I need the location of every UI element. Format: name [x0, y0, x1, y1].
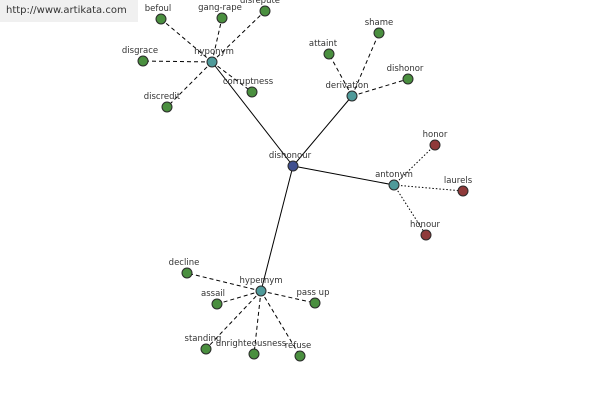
- node-circle-befoul[interactable]: [155, 13, 167, 25]
- node-label-laurels: laurels: [444, 176, 473, 186]
- node-honor[interactable]: honor: [423, 130, 448, 151]
- node-hypernym[interactable]: hypernym: [239, 276, 283, 297]
- node-label-refuse: refuse: [285, 341, 312, 351]
- node-dishonor[interactable]: dishonor: [387, 64, 424, 85]
- edge-hypernym-decline: [186, 272, 262, 292]
- node-label-corruptness: corruptness: [223, 77, 274, 87]
- node-label-antonym: antonym: [375, 170, 413, 180]
- node-label-passup: pass up: [297, 288, 330, 298]
- node-label-root: dishonour: [269, 151, 312, 161]
- node-circle-honour[interactable]: [420, 229, 432, 241]
- node-circle-hyponym1[interactable]: [206, 56, 218, 68]
- node-circle-honor[interactable]: [429, 139, 441, 151]
- node-attaint[interactable]: attaint: [309, 39, 338, 60]
- node-circle-hypernym[interactable]: [255, 285, 267, 297]
- node-label-hyponym1: hyponym: [194, 47, 234, 57]
- node-label-honor: honor: [423, 130, 448, 140]
- node-circle-decline[interactable]: [181, 267, 193, 279]
- node-unrighteousness[interactable]: unrighteousness: [216, 339, 287, 360]
- node-circle-antonym[interactable]: [388, 179, 400, 191]
- node-passup[interactable]: pass up: [297, 288, 330, 309]
- edge-antonym-laurels: [393, 184, 464, 192]
- edge-hypernym-passup: [260, 290, 316, 304]
- node-circle-corruptness[interactable]: [246, 86, 258, 98]
- node-label-decline: decline: [169, 258, 200, 268]
- edge-hyponym1-disrepute: [211, 10, 266, 63]
- edge-hyponym1-disgrace: [142, 60, 213, 63]
- edge-derivation-shame: [351, 32, 380, 97]
- node-label-discredit: discredit: [144, 92, 181, 102]
- node-decline[interactable]: decline: [169, 258, 200, 279]
- node-circle-gangrape[interactable]: [216, 12, 228, 24]
- node-label-attaint: attaint: [309, 39, 338, 49]
- node-circle-root[interactable]: [287, 160, 299, 172]
- edge-hypernym-standing: [205, 290, 262, 350]
- node-circle-passup[interactable]: [309, 297, 321, 309]
- edges-layer: [142, 10, 464, 357]
- node-circle-laurels[interactable]: [457, 185, 469, 197]
- edge-hyponym1-discredit: [166, 61, 213, 108]
- node-disgrace[interactable]: disgrace: [122, 46, 158, 67]
- edge-hyponym1-gangrape: [211, 17, 223, 63]
- node-circle-unrighteousness[interactable]: [248, 348, 260, 360]
- node-label-derivation: derivation: [325, 81, 368, 91]
- edge-antonym-honor: [393, 144, 436, 186]
- node-label-unrighteousness: unrighteousness: [216, 339, 287, 349]
- node-circle-standing[interactable]: [200, 343, 212, 355]
- node-circle-discredit[interactable]: [161, 101, 173, 113]
- node-label-shame: shame: [365, 18, 394, 28]
- node-assail[interactable]: assail: [201, 289, 225, 310]
- node-standing[interactable]: standing: [185, 334, 222, 355]
- node-circle-assail[interactable]: [211, 298, 223, 310]
- edge-hypernym-refuse: [260, 290, 301, 357]
- node-derivation[interactable]: derivation: [325, 81, 369, 102]
- node-root[interactable]: dishonour: [269, 151, 312, 172]
- node-label-disgrace: disgrace: [122, 46, 158, 56]
- edge-root-hypernym: [260, 165, 294, 292]
- node-label-assail: assail: [201, 289, 225, 299]
- node-befoul[interactable]: befoul: [145, 4, 172, 25]
- node-circle-derivation[interactable]: [346, 90, 358, 102]
- watermark-url[interactable]: http://www.artikata.com: [0, 0, 138, 22]
- nodes-layer: dishonour hyponym derivation antonym hyperny…: [122, 0, 473, 362]
- node-refuse[interactable]: refuse: [285, 341, 312, 362]
- node-hyponym1[interactable]: hyponym: [194, 47, 234, 68]
- node-label-befoul: befoul: [145, 4, 172, 14]
- node-disrepute[interactable]: disrepute: [240, 0, 280, 17]
- edge-hypernym-assail: [216, 290, 262, 305]
- node-corruptness[interactable]: corruptness: [223, 77, 274, 98]
- node-circle-refuse[interactable]: [294, 350, 306, 362]
- node-circle-disgrace[interactable]: [137, 55, 149, 67]
- node-circle-dishonor[interactable]: [402, 73, 414, 85]
- node-gangrape[interactable]: gang-rape: [198, 3, 242, 24]
- edge-antonym-honour: [393, 184, 427, 236]
- node-label-honour: honour: [410, 220, 441, 230]
- edge-derivation-dishonor: [351, 78, 409, 97]
- node-label-gangrape: gang-rape: [198, 3, 242, 13]
- node-circle-attaint[interactable]: [323, 48, 335, 60]
- node-laurels[interactable]: laurels: [444, 176, 473, 197]
- node-honour[interactable]: honour: [410, 220, 441, 241]
- node-circle-shame[interactable]: [373, 27, 385, 39]
- node-antonym[interactable]: antonym: [375, 170, 413, 191]
- node-label-dishonor: dishonor: [387, 64, 424, 74]
- node-label-standing: standing: [185, 334, 222, 344]
- node-discredit[interactable]: discredit: [144, 92, 181, 113]
- edge-root-hyponym1: [211, 61, 294, 167]
- node-label-disrepute: disrepute: [240, 0, 280, 6]
- edge-hypernym-unrighteousness: [253, 290, 262, 355]
- edge-derivation-attaint: [328, 53, 353, 97]
- node-shame[interactable]: shame: [365, 18, 394, 39]
- node-label-hypernym: hypernym: [239, 276, 282, 286]
- edge-hyponym1-corruptness: [211, 61, 253, 93]
- edge-root-antonym: [292, 165, 395, 186]
- edge-root-derivation: [292, 95, 353, 167]
- node-circle-disrepute[interactable]: [259, 5, 271, 17]
